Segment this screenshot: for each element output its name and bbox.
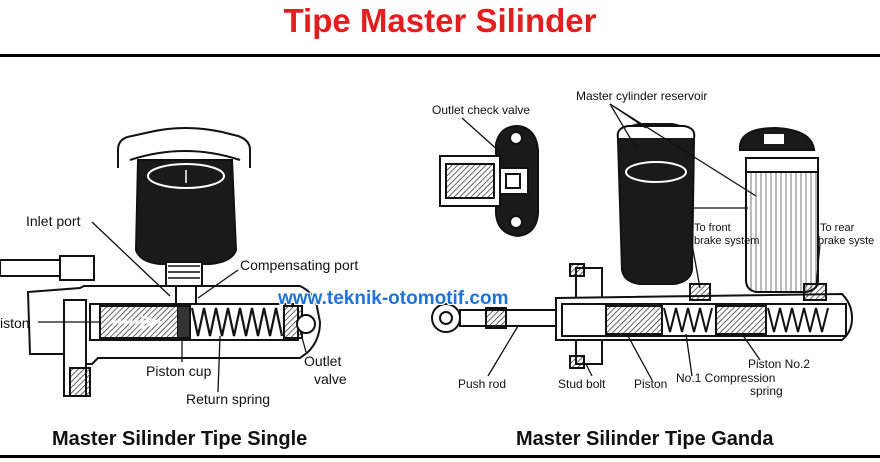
tandem-leader-lines bbox=[487, 103, 821, 381]
label-return-spring: Return spring bbox=[186, 391, 271, 407]
label-to-front-2: brake system bbox=[694, 235, 760, 247]
label-to-rear-1: To rear bbox=[820, 222, 855, 234]
label-piston-cup: Piston cup bbox=[146, 363, 212, 379]
label-to-front-1: To front bbox=[694, 222, 731, 234]
top-divider bbox=[0, 54, 880, 57]
caption-tandem: Master Silinder Tipe Ganda bbox=[516, 428, 774, 450]
label-piston-tandem: Piston bbox=[634, 377, 668, 391]
bottom-divider bbox=[0, 455, 880, 458]
page-title: Tipe Master Silinder bbox=[283, 2, 597, 39]
label-spring: spring bbox=[750, 384, 783, 398]
single-master-cylinder bbox=[0, 127, 322, 397]
watermark: www.teknik-otomotif.com bbox=[278, 288, 509, 309]
label-push-rod: Push rod bbox=[458, 377, 507, 391]
label-outlet-valve-1: Outlet bbox=[304, 353, 342, 369]
label-piston-no2: Piston No.2 bbox=[748, 357, 811, 371]
label-outlet-valve-2: valve bbox=[314, 371, 347, 387]
single-leader-lines bbox=[38, 221, 307, 393]
check-valve-leader bbox=[461, 117, 501, 153]
outlet-check-valve-inset bbox=[439, 124, 539, 238]
label-stud-bolt: Stud bolt bbox=[558, 377, 606, 391]
label-to-rear-2: brake syste bbox=[818, 235, 875, 247]
label-piston-single: iston bbox=[0, 315, 30, 331]
label-outlet-check-valve: Outlet check valve bbox=[432, 103, 531, 117]
label-compensating-port: Compensating port bbox=[240, 257, 359, 273]
tandem-master-cylinder bbox=[431, 123, 854, 369]
caption-single: Master Silinder Tipe Single bbox=[52, 428, 308, 450]
label-reservoir: Master cylinder reservoir bbox=[576, 89, 708, 103]
label-inlet-port: Inlet port bbox=[26, 213, 81, 229]
label-no1-compression: No.1 Compression bbox=[676, 371, 776, 385]
